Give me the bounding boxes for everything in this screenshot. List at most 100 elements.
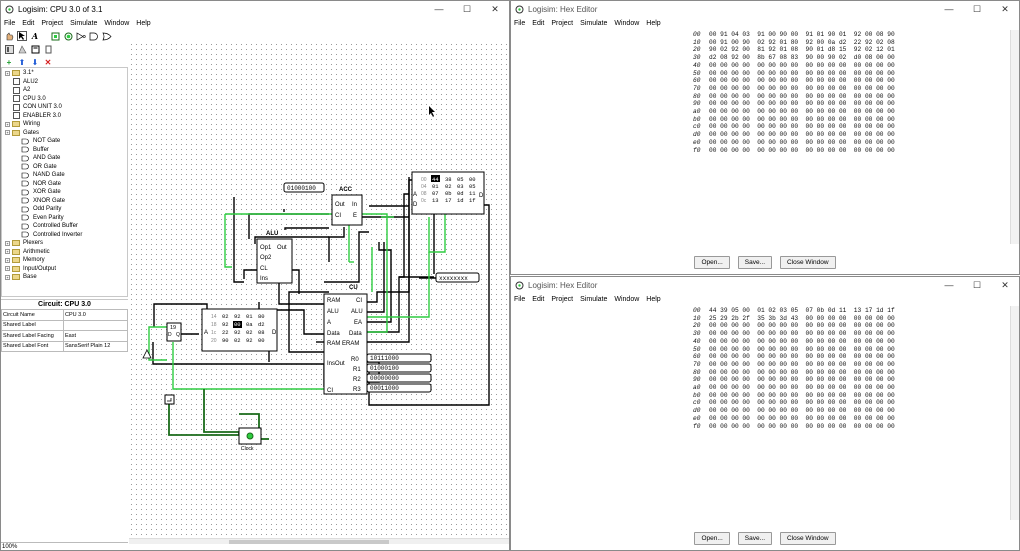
menu-window[interactable]: Window <box>104 19 130 27</box>
hex-cells[interactable]: 00 00 00 00 00 00 00 00 00 00 00 00 00 0… <box>709 353 895 361</box>
menu-edit[interactable]: Edit <box>22 19 35 27</box>
hex-cells[interactable]: 00 91 04 03 91 00 90 00 91 01 90 01 92 0… <box>709 31 895 38</box>
tree-item[interactable]: +3.1* <box>5 69 34 78</box>
r0-probe[interactable] <box>366 353 432 363</box>
tree-item[interactable]: Even Parity <box>21 214 64 223</box>
menu-project[interactable]: Project <box>551 19 574 27</box>
hex-cells[interactable]: 00 00 00 00 00 00 00 00 00 00 00 00 00 0… <box>709 414 895 422</box>
hex-cells[interactable]: 00 00 00 00 00 00 00 00 00 00 00 00 00 0… <box>709 146 895 154</box>
hex-cells[interactable]: d2 08 92 00 8b 67 08 83 90 00 90 02 d0 0… <box>709 54 895 62</box>
maximize-button[interactable]: ☐ <box>462 4 472 14</box>
menu-help[interactable]: Help <box>646 295 661 303</box>
tree-item[interactable]: Odd Parity <box>21 205 61 214</box>
menu-edit[interactable]: Edit <box>532 19 545 27</box>
tree-item[interactable]: Buffer <box>21 146 49 155</box>
menu-edit[interactable]: Edit <box>532 295 545 303</box>
expand-toggle-icon[interactable]: + <box>5 121 10 127</box>
tree-item[interactable]: NOT Gate <box>21 137 60 146</box>
menu-file[interactable]: File <box>4 19 16 27</box>
menu-simulate[interactable]: Simulate <box>580 295 608 303</box>
tree-item[interactable]: +Gates <box>5 129 39 138</box>
hex-cells[interactable]: 00 00 00 00 00 00 00 00 00 00 00 00 00 0… <box>709 422 895 430</box>
alu-component[interactable]: ALU Op1 Op2 CL Ins Out <box>256 231 293 284</box>
and-gate-icon[interactable] <box>89 31 99 41</box>
reset-button-icon[interactable] <box>164 394 175 405</box>
expand-toggle-icon[interactable]: + <box>5 240 10 246</box>
maximize-button[interactable]: ☐ <box>972 4 982 14</box>
circuit-canvas[interactable]: ACC Out CI In E 01000100 ALU Op1 Op2 CL … <box>129 42 509 544</box>
text-tool-icon[interactable]: A <box>31 31 39 41</box>
menu-simulate[interactable]: Simulate <box>580 19 608 27</box>
expand-toggle-icon[interactable]: + <box>5 274 10 280</box>
minimize-button[interactable]: — <box>944 280 954 290</box>
hex-cells[interactable]: 00 00 00 00 00 00 00 00 00 00 00 00 00 0… <box>709 61 895 69</box>
menu-window[interactable]: Window <box>614 19 640 27</box>
show-simulation-icon[interactable] <box>17 44 27 54</box>
r1-probe[interactable] <box>366 363 432 373</box>
or-gate-icon[interactable] <box>102 31 112 41</box>
main-titlebar[interactable]: Logisim: CPU 3.0 of 3.1 — ☐ ✕ <box>1 1 509 17</box>
input-pin-icon[interactable] <box>50 31 60 41</box>
hex-cells[interactable]: 00 00 00 00 00 00 00 00 00 00 00 00 00 0… <box>709 399 895 407</box>
hex-bottom-scrollbar[interactable] <box>1010 306 1019 520</box>
r3-probe[interactable] <box>366 383 432 393</box>
hex-cells[interactable]: 00 00 00 00 00 00 00 00 00 00 00 00 00 0… <box>709 376 895 384</box>
menu-window[interactable]: Window <box>614 295 640 303</box>
tree-item[interactable]: OR Gate <box>21 163 57 172</box>
acc-register[interactable]: ACC Out CI In E <box>331 187 363 226</box>
hex-cells[interactable]: 00 00 00 00 00 00 00 00 00 00 00 00 00 0… <box>709 115 895 123</box>
expand-toggle-icon[interactable]: + <box>5 70 10 76</box>
hex-cells[interactable]: 00 00 00 00 00 00 00 00 00 00 00 00 00 0… <box>709 337 895 345</box>
not-gate-icon[interactable] <box>76 31 86 41</box>
menu-simulate[interactable]: Simulate <box>70 19 98 27</box>
hex-cells[interactable]: 00 00 00 00 00 00 00 00 00 00 00 00 00 0… <box>709 123 895 131</box>
save-button[interactable]: Save... <box>737 256 772 269</box>
menu-file[interactable]: File <box>514 19 526 27</box>
move-up-icon[interactable]: ⬆ <box>18 57 26 67</box>
hex-top-scrollbar[interactable] <box>1010 30 1019 244</box>
tree-item[interactable]: A2 <box>13 86 30 95</box>
hex-cells[interactable]: 00 00 00 00 00 00 00 00 00 00 00 00 00 0… <box>709 407 895 415</box>
tree-item[interactable]: +Wiring <box>5 120 40 129</box>
minimize-button[interactable]: — <box>944 4 954 14</box>
undefined-probe[interactable]: xxxxxxxx <box>435 272 480 283</box>
hex-cells[interactable]: 00 91 00 90 02 92 01 80 92 00 0a d2 22 9… <box>709 38 895 46</box>
hex-cells[interactable]: 00 00 00 00 00 00 00 00 00 00 00 00 00 0… <box>709 92 895 100</box>
expand-toggle-icon[interactable]: + <box>5 257 10 263</box>
acc-probe[interactable]: 01000100 <box>283 182 325 193</box>
edit-layout-icon[interactable] <box>30 44 40 54</box>
program-counter[interactable]: 19 D Q <box>166 322 182 342</box>
delete-circuit-icon[interactable]: ✕ <box>44 57 52 67</box>
hex-cells[interactable]: 00 00 00 00 00 00 00 00 00 00 00 00 00 0… <box>709 360 895 368</box>
output-pin-icon[interactable] <box>63 31 73 41</box>
attr-value[interactable]: East <box>63 330 128 342</box>
poke-tool-icon[interactable] <box>4 31 14 41</box>
table-row[interactable]: Shared Label <box>1 319 128 331</box>
hex-cells[interactable]: 00 00 00 00 00 00 00 00 00 00 00 00 00 0… <box>709 391 895 399</box>
menu-project[interactable]: Project <box>41 19 64 27</box>
clock-component[interactable]: Clock <box>238 427 262 452</box>
zoom-control[interactable]: 100% <box>1 542 128 550</box>
hex-cells[interactable]: 00 00 00 00 00 00 00 00 00 00 00 00 00 0… <box>709 100 895 108</box>
tree-item[interactable]: XOR Gate <box>21 188 61 197</box>
hex-cells[interactable]: 44 39 05 00 01 02 03 05 07 0b 0d 11 13 1… <box>709 307 895 314</box>
triangle-input-icon[interactable] <box>142 349 152 359</box>
menu-file[interactable]: File <box>514 295 526 303</box>
cu-component[interactable]: CU RAM ALU A Data RAM ERAM InsOut CI CI … <box>323 285 368 395</box>
hex-cells[interactable]: 00 00 00 00 00 00 00 00 00 00 00 00 00 0… <box>709 69 895 77</box>
tree-item[interactable]: CPU 3.0 <box>13 95 46 104</box>
close-button[interactable]: ✕ <box>491 4 499 14</box>
ram-main[interactable]: 00 04 08 0c 44 38 05 00 01 02 03 05 07 0… <box>411 171 485 215</box>
hex-cells[interactable]: 00 00 00 00 00 00 00 00 00 00 00 00 00 0… <box>709 368 895 376</box>
add-circuit-icon[interactable]: + <box>6 57 12 67</box>
show-toolbox-icon[interactable] <box>4 44 14 54</box>
hex-cells[interactable]: 00 00 00 00 00 00 00 00 00 00 00 00 00 0… <box>709 345 895 353</box>
hex-cells[interactable]: 00 00 00 00 00 00 00 00 00 00 00 00 00 0… <box>709 131 895 139</box>
hex-cells[interactable]: 00 00 00 00 00 00 00 00 00 00 00 00 00 0… <box>709 84 895 92</box>
r2-probe[interactable] <box>366 373 432 383</box>
menu-project[interactable]: Project <box>551 295 574 303</box>
